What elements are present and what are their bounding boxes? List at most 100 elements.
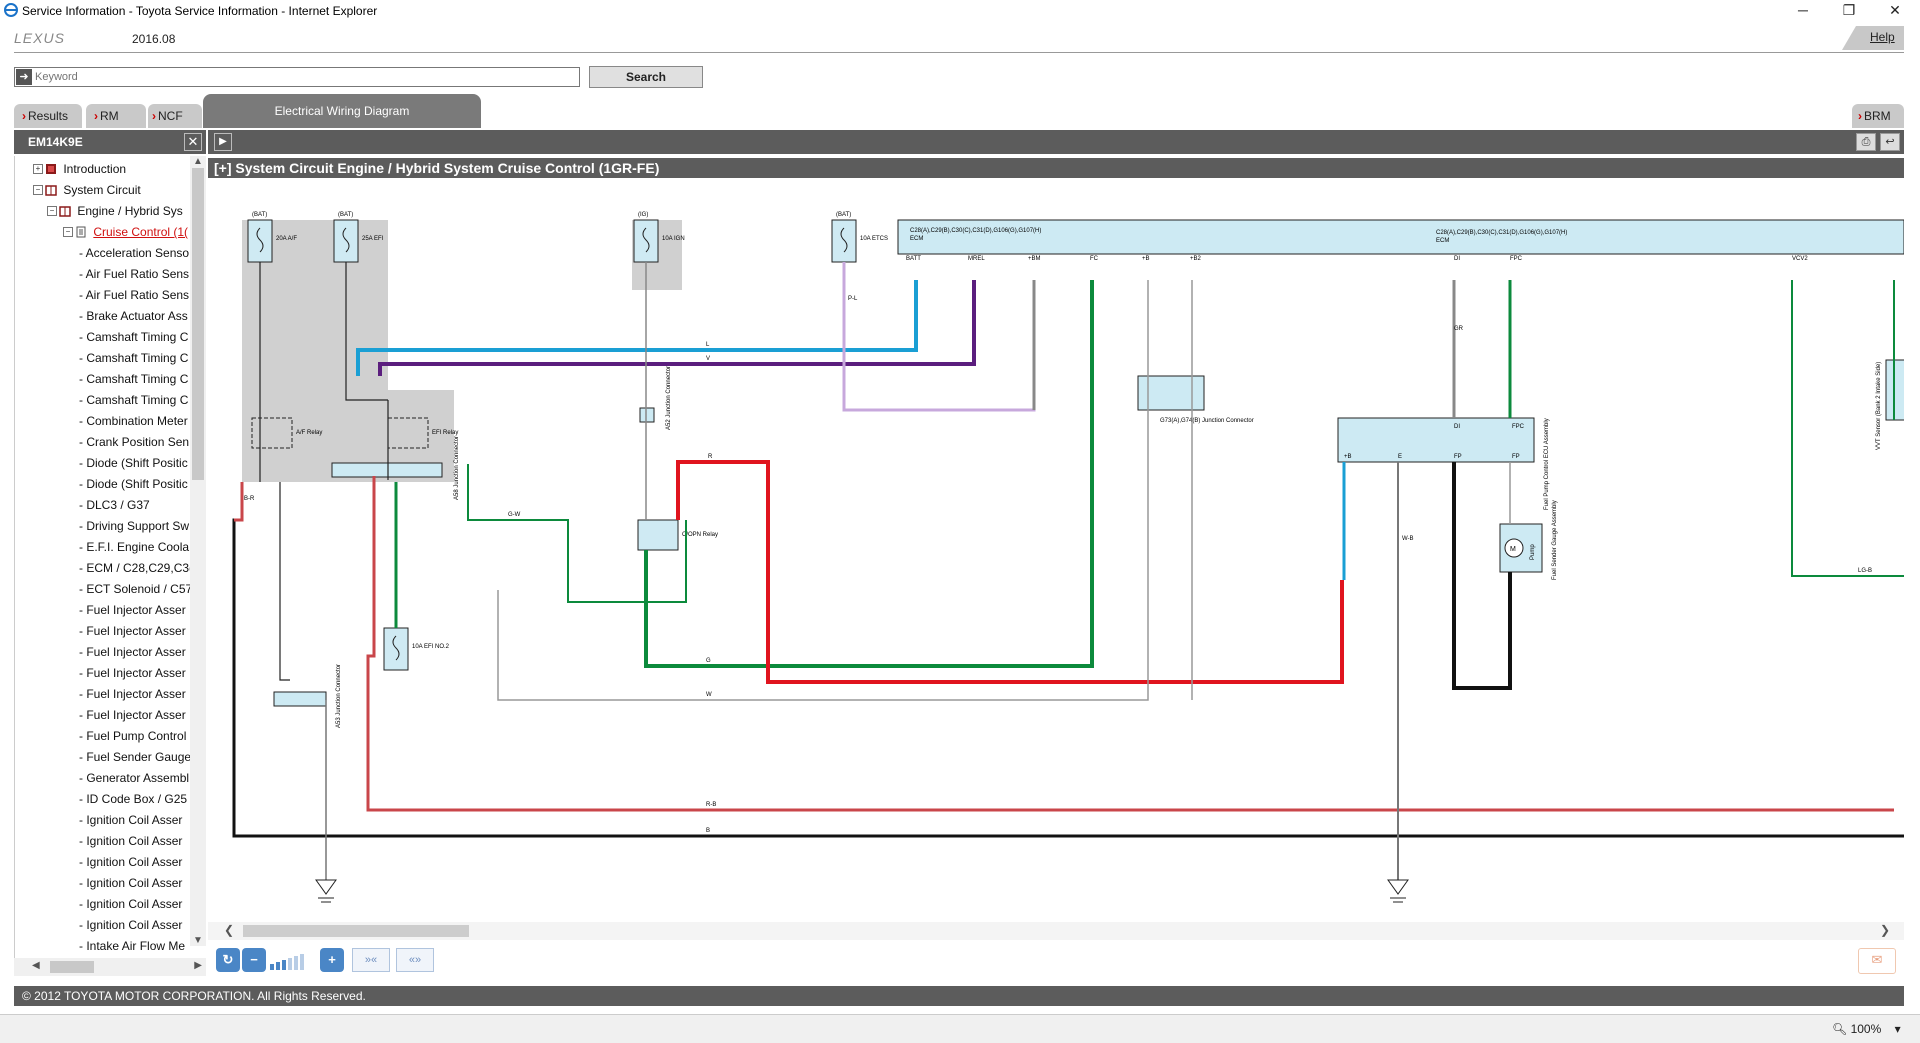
scroll-right-icon[interactable]: ▶ — [194, 960, 202, 971]
tree-leaf-item[interactable]: - Camshaft Timing C — [79, 330, 189, 344]
tab-results[interactable]: ›Results — [14, 104, 82, 128]
tree-leaf-item[interactable]: - Ignition Coil Asser — [79, 834, 183, 848]
tree-leaf-item[interactable]: - Fuel Injector Asser — [79, 624, 186, 638]
tree-leaf-item[interactable]: - Fuel Injector Asser — [79, 603, 186, 617]
wire-code-r: R — [708, 454, 713, 460]
tree-leaf-item[interactable]: - Ignition Coil Asser — [79, 918, 183, 932]
wire-code-b: B — [706, 828, 710, 834]
document-code: EM14K9E — [28, 135, 83, 149]
zoom-out-button[interactable]: − — [242, 948, 266, 972]
search-button[interactable]: Search — [589, 66, 703, 88]
zoom-toolbar: ↻ − + »« «» ✉ — [208, 944, 1904, 978]
wire-wb-a53 — [279, 482, 290, 681]
tab-rm[interactable]: ›RM — [86, 104, 146, 128]
pin-pb: +B — [1142, 256, 1150, 262]
help-link[interactable]: Help — [1870, 30, 1895, 44]
window-title: Service Information - Toyota Service Inf… — [22, 4, 378, 18]
tree-leaf-item[interactable]: - Camshaft Timing C — [79, 372, 189, 386]
diagram-hscroll-thumb[interactable] — [243, 925, 469, 937]
fuse-efi-label: 25A EFI — [362, 236, 384, 242]
reset-zoom-button[interactable]: ↻ — [216, 948, 240, 972]
minimize-button[interactable]: ─ — [1798, 2, 1808, 18]
tree-leaf-item[interactable]: - Ignition Coil Asser — [79, 876, 183, 890]
page-icon — [76, 226, 86, 238]
tree-scroll-thumb[interactable] — [192, 168, 204, 480]
tab-ncf[interactable]: ›NCF — [148, 104, 202, 128]
pin-fpc: FPC — [1510, 256, 1523, 262]
tree-leaf-item[interactable]: - ID Code Box / G25 — [79, 792, 188, 806]
print-icon[interactable]: ⎙ — [1856, 133, 1876, 151]
search-input[interactable] — [35, 68, 575, 86]
restore-button[interactable]: ❐ — [1842, 2, 1856, 18]
expand-icon[interactable]: + — [33, 164, 43, 174]
expand-panel-icon[interactable]: ▶ — [214, 133, 232, 151]
tree-leaf-item[interactable]: - Camshaft Timing C — [79, 393, 189, 407]
tree-leaf-item[interactable]: - Fuel Injector Asser — [79, 687, 186, 701]
scroll-right-icon[interactable]: ❯ — [1879, 923, 1890, 937]
tree-leaf-item[interactable]: - Diode (Shift Positic — [79, 477, 188, 491]
tree-leaf-item[interactable]: - Acceleration Senso — [79, 246, 190, 260]
tree-leaf-item[interactable]: - Fuel Pump Control — [79, 729, 187, 743]
tree-leaf-item[interactable]: - Brake Actuator Ass — [79, 309, 188, 323]
tree-leaf-item[interactable]: - Crank Position Sen — [79, 435, 190, 449]
tree-leaf-item[interactable]: - Fuel Sender Gauge — [79, 750, 192, 764]
tree-leaf-item[interactable]: - E.F.I. Engine Coola — [79, 540, 190, 554]
tree-leaf-item[interactable]: - Ignition Coil Asser — [79, 813, 183, 827]
close-button[interactable]: ✕ — [1889, 2, 1901, 18]
zoom-level-indicator[interactable] — [270, 950, 310, 970]
wire-efi-feed — [345, 262, 388, 401]
tree-leaf-item[interactable]: - Air Fuel Ratio Sens — [79, 267, 190, 281]
scroll-down-icon[interactable]: ▼ — [193, 935, 203, 946]
scroll-left-icon[interactable]: ◀ — [32, 960, 40, 971]
tab-ncf-label: NCF — [158, 109, 183, 123]
tree-node-engine-hybrid[interactable]: − Engine / Hybrid Sys — [47, 204, 183, 218]
collapse-icon[interactable]: − — [33, 185, 43, 195]
tree-leaf-item[interactable]: - ECT Solenoid / C57 — [79, 582, 193, 596]
tree-node-introduction[interactable]: + Introduction — [33, 162, 126, 176]
window-titlebar: Service Information - Toyota Service Inf… — [0, 0, 1920, 22]
zoom-dropdown-icon[interactable]: ▾ — [1894, 1022, 1901, 1036]
comment-icon[interactable]: ✉ — [1858, 948, 1896, 974]
next-page-button[interactable]: «» — [396, 948, 434, 972]
tree-node-cruise-control[interactable]: − Cruise Control (1( — [63, 225, 188, 239]
tree-leaf-item[interactable]: - Fuel Injector Asser — [79, 666, 186, 680]
scroll-up-icon[interactable]: ▲ — [193, 156, 203, 167]
copyright-bar: © 2012 TOYOTA MOTOR CORPORATION. All Rig… — [14, 986, 1904, 1006]
previous-page-button[interactable]: »« — [352, 948, 390, 972]
search-field[interactable]: ➜ — [14, 67, 580, 87]
relay-efi-label: EFI Relay — [432, 430, 458, 436]
diagram-horizontal-scrollbar[interactable]: ❮ ❯ — [208, 922, 1904, 940]
tree-leaf-item[interactable]: - Generator Assembl — [79, 771, 190, 785]
tree-node-system-circuit[interactable]: − System Circuit — [33, 183, 141, 197]
tree-leaf-item[interactable]: - Driving Support Sw — [79, 519, 190, 533]
tree-horizontal-scrollbar[interactable]: ◀ ▶ — [14, 958, 206, 976]
diagram-title-prefix[interactable]: [+] — [214, 160, 232, 176]
tree-leaf-item[interactable]: - Ignition Coil Asser — [79, 897, 183, 911]
wiring-diagram-canvas[interactable]: (BAT) (BAT) (IG) (BAT) 20A A/F 25A EFI 1… — [208, 180, 1907, 920]
tree-leaf-item[interactable]: - Fuel Injector Asser — [79, 645, 186, 659]
scroll-left-icon[interactable]: ❮ — [224, 923, 235, 937]
collapse-icon[interactable]: − — [63, 227, 73, 237]
tree-leaf-item[interactable]: - Ignition Coil Asser — [79, 855, 183, 869]
tree-leaf-item[interactable]: - Combination Meter — [79, 414, 188, 428]
return-icon[interactable]: ↩ — [1880, 133, 1900, 151]
help-tab[interactable]: Help — [1842, 26, 1904, 50]
tree-leaf-item[interactable]: - Intake Air Flow Me — [79, 939, 186, 953]
browser-zoom-level[interactable]: 🔍︎ 100% ▾ — [1832, 1022, 1901, 1036]
tree-leaf-item[interactable]: - DLC3 / G37 — [79, 498, 150, 512]
collapse-icon[interactable]: − — [47, 206, 57, 216]
tree-leaf-item[interactable]: - Diode (Shift Positic — [79, 456, 188, 470]
tree-hscroll-thumb[interactable] — [50, 961, 94, 973]
bat-label: (BAT) — [338, 212, 353, 218]
fp-ecu-label: Fuel Pump Control ECU Assembly — [1544, 418, 1550, 510]
tree-leaf-item[interactable]: - Camshaft Timing C — [79, 351, 189, 365]
close-panel-icon[interactable]: ✕ — [184, 133, 202, 151]
tab-electrical-wiring-diagram[interactable]: Electrical Wiring Diagram — [203, 94, 481, 128]
tab-brm[interactable]: ›BRM — [1852, 104, 1904, 128]
ecm-block — [897, 219, 1905, 255]
ground-symbol-right — [1387, 879, 1409, 903]
zoom-in-button[interactable]: + — [320, 948, 344, 972]
tree-leaf-item[interactable]: - Fuel Injector Asser — [79, 708, 186, 722]
tree-leaf-item[interactable]: - ECM / C28,C29,C3( — [79, 561, 194, 575]
tree-leaf-item[interactable]: - Air Fuel Ratio Sens — [79, 288, 190, 302]
